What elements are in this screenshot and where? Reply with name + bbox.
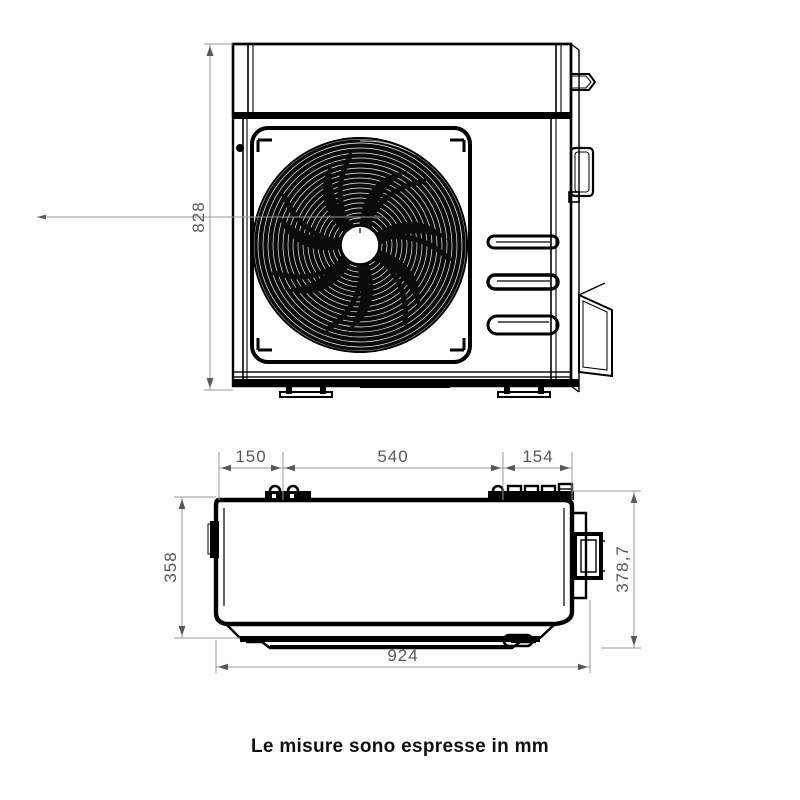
vent-slot bbox=[486, 273, 560, 291]
dimension-label-924: 924 bbox=[387, 646, 418, 665]
vent-slots bbox=[486, 234, 560, 336]
dimension-540: 540 bbox=[283, 447, 503, 472]
valve-port bbox=[506, 484, 523, 497]
left-connector-pad bbox=[207, 521, 219, 558]
left-frame-edge bbox=[236, 119, 248, 386]
dimension-154: 154 bbox=[503, 447, 572, 472]
plan-base-rail bbox=[225, 623, 556, 650]
fan-hub bbox=[340, 225, 380, 265]
dimension-label-height: 828 bbox=[189, 201, 208, 232]
dimension-label-150: 150 bbox=[235, 447, 266, 466]
top-edge-fixtures-left bbox=[265, 484, 311, 500]
valve-port bbox=[540, 484, 557, 497]
dimension-358: 358 bbox=[161, 496, 240, 639]
upper-side-bracket bbox=[571, 73, 597, 91]
dimension-label-358: 358 bbox=[161, 551, 180, 582]
vent-slot bbox=[486, 234, 560, 250]
side-service-cover bbox=[568, 146, 595, 203]
lower-side-bracket bbox=[578, 282, 613, 378]
dimension-row-top: 150 540 154 bbox=[218, 447, 573, 500]
front-elevation-view: 828 bbox=[37, 42, 613, 398]
right-frame-edge bbox=[550, 119, 557, 386]
vent-slot bbox=[486, 314, 560, 336]
dimension-label-154: 154 bbox=[522, 447, 553, 466]
measurement-units-caption: Le misure sono espresse in mm bbox=[251, 736, 549, 757]
dimension-label-378-7: 378,7 bbox=[613, 545, 632, 593]
dimension-label-540: 540 bbox=[377, 447, 408, 466]
plan-view: 150 540 154 358 bbox=[161, 447, 641, 673]
top-edge-fixtures-right bbox=[488, 482, 574, 500]
drain-fitting bbox=[502, 633, 534, 648]
dimension-924: 924 bbox=[215, 600, 591, 673]
dimension-height-828: 828 bbox=[37, 43, 383, 391]
base-assembly bbox=[232, 371, 579, 398]
right-side-protrusion bbox=[572, 511, 605, 600]
dimension-378-7: 378,7 bbox=[572, 490, 641, 649]
valve-port bbox=[523, 484, 540, 497]
dimension-150: 150 bbox=[219, 447, 283, 472]
